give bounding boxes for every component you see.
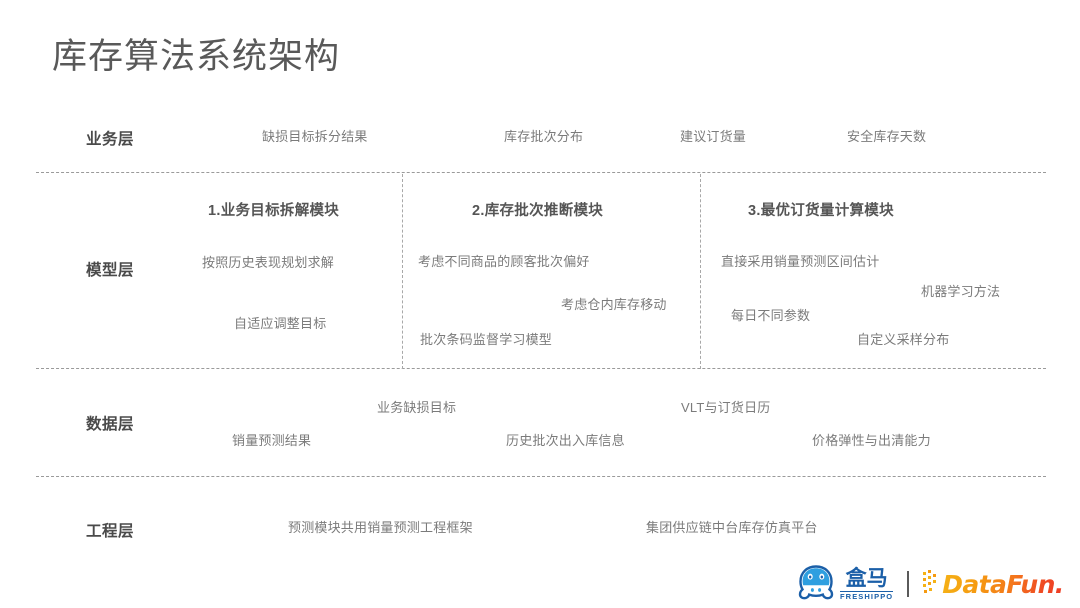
layer-label-engineering: 工程层 [86,523,135,540]
module-2-item-1: 考虑不同商品的顾客批次偏好 [418,254,590,269]
module-2-header: 2.库存批次推断模块 [472,199,603,220]
module-1-title: 业务目标拆解模块 [220,203,340,219]
module-3-item-1: 直接采用销量预测区间估计 [721,254,880,269]
divider-data-engineering [36,476,1046,477]
hema-freshippo-logo: 盒马 FRESHIPPO [796,564,894,605]
module-3-item-3: 每日不同参数 [731,308,811,323]
business-item-2: 库存批次分布 [504,129,584,144]
engineering-item-1: 预测模块共用销量预测工程框架 [288,520,473,535]
module-3-number: 3. [748,203,761,219]
module-2-item-3: 批次条码监督学习模型 [420,332,553,347]
datafun-wordmark: DataFun. [942,569,1064,599]
hema-wordmark: 盒马 FRESHIPPO [840,566,894,601]
divider-module-1-2 [402,174,403,369]
layer-label-business: 业务层 [86,131,135,148]
layer-label-data: 数据层 [86,416,135,433]
module-3-header: 3.最优订货量计算模块 [748,199,894,220]
module-1-number: 1. [208,203,221,219]
datafun-logo: DataFun. [922,569,1064,600]
module-3-item-2: 机器学习方法 [921,284,1001,299]
business-item-3: 建议订货量 [680,129,747,144]
business-item-1: 缺损目标拆分结果 [262,129,368,144]
module-2-title: 库存批次推断模块 [484,203,604,219]
divider-business-model [36,172,1046,173]
module-1-header: 1.业务目标拆解模块 [208,199,339,220]
layer-label-model: 模型层 [86,262,135,279]
module-2-number: 2. [472,203,485,219]
data-item-5: 价格弹性与出清能力 [812,433,931,448]
data-item-3: 销量预测结果 [232,433,312,448]
hippo-head-icon [796,564,836,605]
business-item-4: 安全库存天数 [847,129,927,144]
divider-module-2-3 [700,174,701,369]
module-1-item-2: 自适应调整目标 [234,316,327,331]
module-3-item-4: 自定义采样分布 [857,332,950,347]
data-item-2: VLT与订货日历 [681,400,771,415]
hema-english-name: FRESHIPPO [840,590,894,601]
module-1-item-1: 按照历史表现规划求解 [202,255,335,270]
module-3-title: 最优订货量计算模块 [760,203,894,219]
footer-logos: 盒马 FRESHIPPO DataFun [796,563,1074,605]
hema-chinese-name: 盒马 [845,566,888,590]
engineering-item-2: 集团供应链中台库存仿真平台 [646,520,818,535]
dot-cluster-icon [922,569,942,600]
page-title: 库存算法系统架构 [52,37,341,76]
data-item-4: 历史批次出入库信息 [506,433,625,448]
data-item-1: 业务缺损目标 [377,400,457,415]
divider-model-data [36,368,1046,369]
module-2-item-2: 考虑仓内库存移动 [561,297,667,312]
logo-divider [907,571,910,597]
